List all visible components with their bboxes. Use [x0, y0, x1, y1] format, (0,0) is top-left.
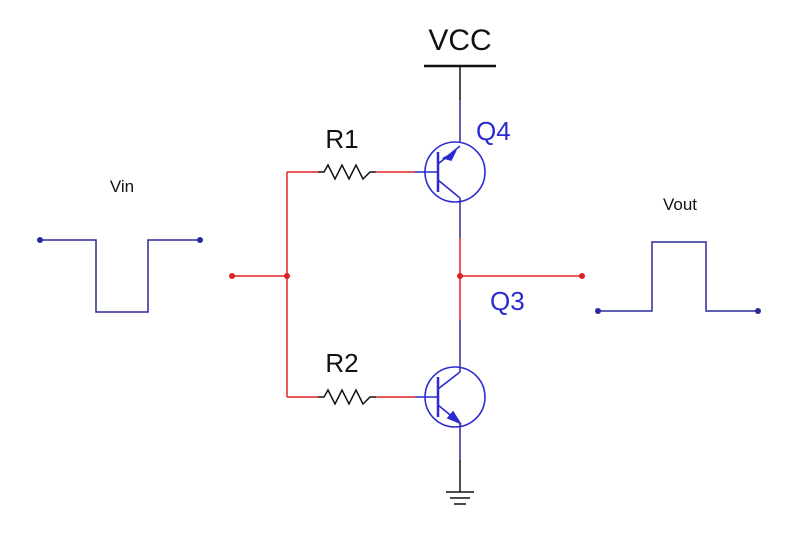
transistor-q3	[415, 366, 486, 428]
r2-label: R2	[325, 348, 358, 378]
vcc-supply	[424, 64, 496, 142]
vout-label: Vout	[663, 195, 697, 214]
q3-label: Q3	[490, 286, 525, 316]
input-junction	[284, 273, 290, 279]
resistor-r2	[318, 388, 376, 406]
input-network	[232, 171, 415, 398]
output-junction	[457, 273, 463, 279]
ground-symbol	[446, 423, 474, 505]
vin-label: Vin	[110, 177, 134, 196]
output-terminal	[579, 273, 585, 279]
r1-label: R1	[325, 124, 358, 154]
vcc-label: VCC	[428, 24, 491, 57]
input-terminal	[229, 273, 235, 279]
vin-waveform	[37, 237, 203, 313]
resistor-r1	[318, 163, 376, 181]
q4-label: Q4	[476, 116, 511, 146]
transistor-q4	[415, 141, 486, 203]
vout-waveform	[595, 241, 761, 314]
